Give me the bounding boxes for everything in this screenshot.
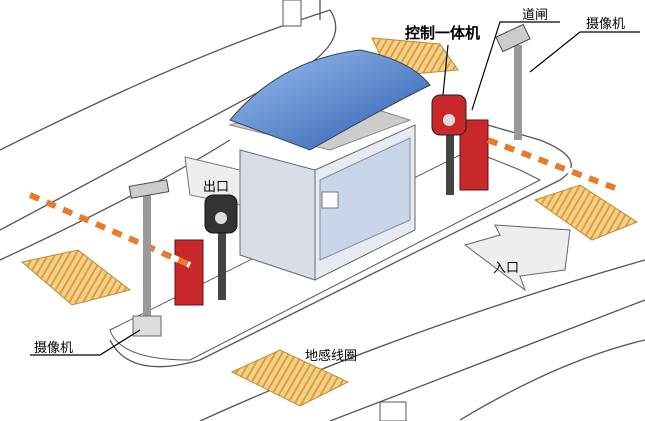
controller-right xyxy=(431,94,467,195)
barrier-left xyxy=(28,192,204,306)
canopy xyxy=(229,49,431,151)
post-top xyxy=(282,0,302,27)
leader-lines xyxy=(30,21,640,356)
ground-loop-right xyxy=(533,184,639,241)
post-bottom xyxy=(379,401,407,421)
label-camera-right: 摄像机 xyxy=(586,17,626,32)
label-camera-left: 摄像机 xyxy=(34,341,74,356)
label-entrance: 入口 xyxy=(493,261,520,276)
controller-left xyxy=(204,194,238,300)
entrance-arrow xyxy=(463,224,571,292)
exit-sign xyxy=(184,156,241,206)
ground-loop-bottom xyxy=(230,349,350,407)
camera-left xyxy=(128,179,170,337)
camera-right xyxy=(495,23,531,140)
booth xyxy=(184,49,431,281)
label-controller: 控制一体机 xyxy=(405,24,481,42)
ground-loop-left xyxy=(20,249,132,306)
label-barrier-gate: 道闸 xyxy=(522,8,549,23)
label-exit: 出口 xyxy=(203,180,230,195)
label-ground-loop: 地感线圈 xyxy=(305,349,358,364)
